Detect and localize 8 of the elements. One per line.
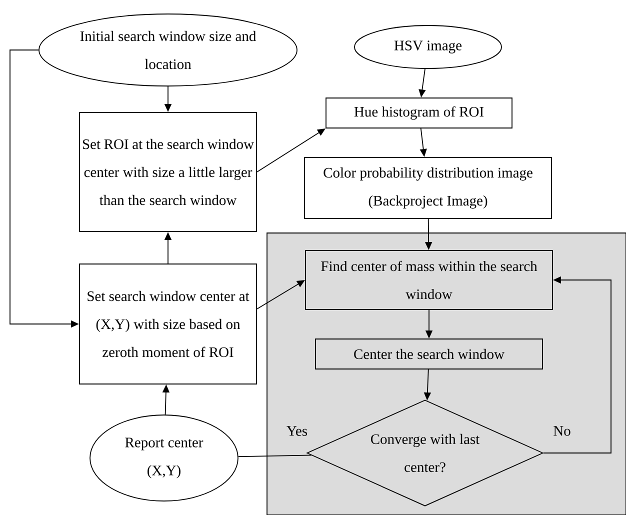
process-box: Color probability distribution image (Backproject Image) xyxy=(304,157,552,219)
process-box: Set ROI at the search window center with size a little larger than the search window xyxy=(79,112,257,232)
process-box: Set search window center at (X,Y) with size based on zeroth moment of ROI xyxy=(79,264,257,384)
process-box: Find center of mass within the search window xyxy=(305,250,553,310)
edge-label: Yes xyxy=(286,426,308,436)
process-box: Hue histogram of ROI xyxy=(326,98,512,128)
edge-label: No xyxy=(554,426,570,436)
process-box: Center the search window xyxy=(315,338,543,370)
